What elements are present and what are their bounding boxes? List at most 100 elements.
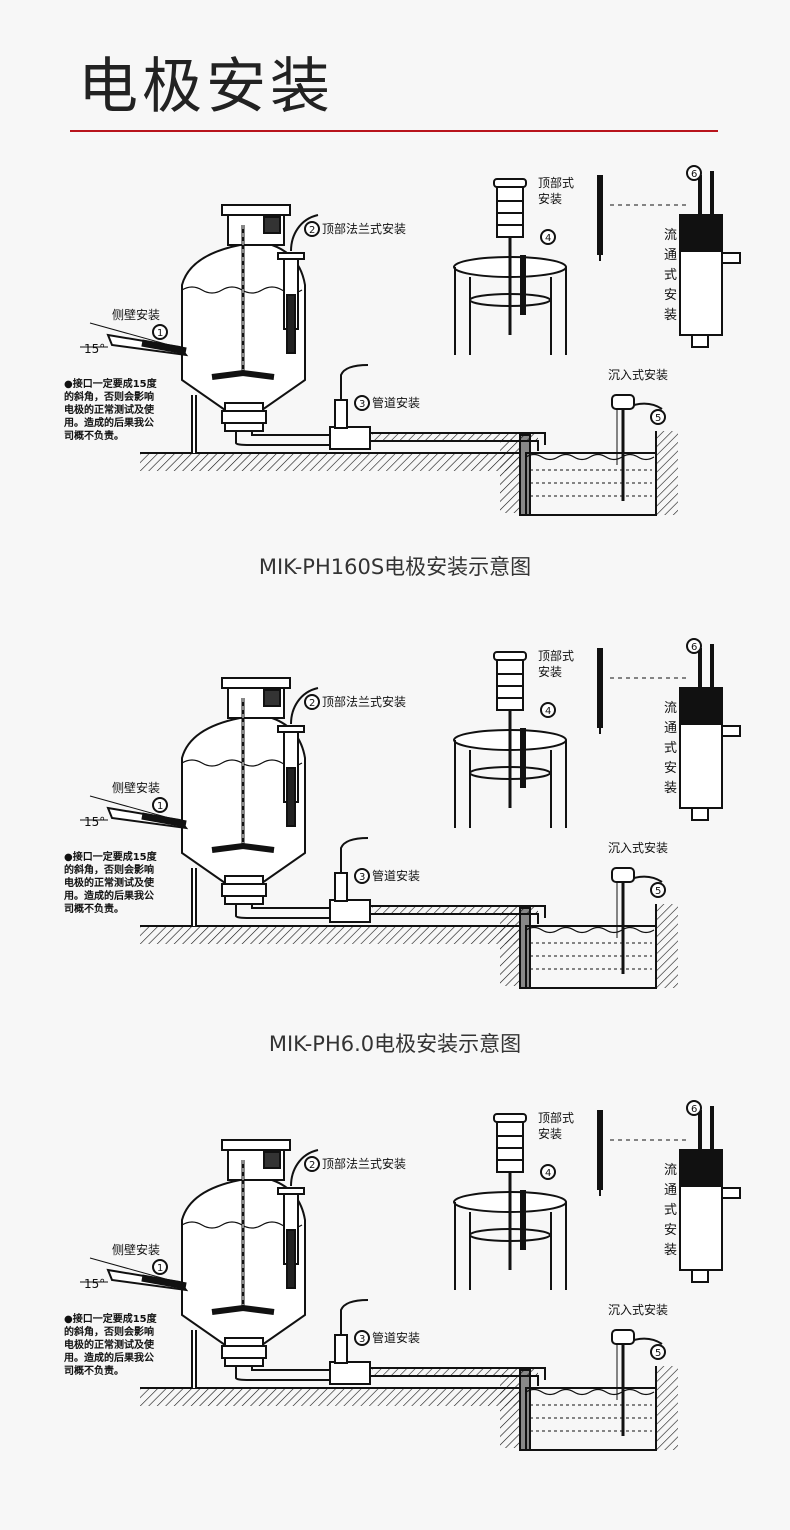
diagram-1: 侧壁安装 15° 顶部法兰式安装 管道安装 顶部式 安装 沉入式安装 流 通 式…: [0, 165, 790, 595]
label-angle: 15°: [84, 342, 105, 356]
label-flow-cell: 流 通 式 安 装: [664, 1163, 677, 1258]
label-pipe: 管道安装: [372, 395, 420, 410]
flange-probe: [277, 687, 319, 827]
svg-text:4: 4: [545, 706, 551, 717]
diagram-2-caption: MIK-PH6.0电极安装示意图: [268, 1032, 522, 1056]
svg-text:用。造成的后果我公: 用。造成的后果我公: [63, 1351, 154, 1364]
note-text: ●接口一定要成15度 的斜角，否则会影响 电极的正常测试及使 用。造成的后果我公…: [63, 1312, 158, 1377]
svg-text:式: 式: [664, 1203, 677, 1218]
marker-4: 4: [540, 702, 556, 718]
svg-text:1: 1: [157, 328, 163, 339]
label-side-wall: 侧壁安装: [112, 307, 160, 322]
marker-4: 4: [540, 1164, 556, 1180]
label-flow-cell: 流 通 式 安 装: [664, 228, 677, 323]
svg-text:的斜角，否则会影响: 的斜角，否则会影响: [64, 1325, 154, 1338]
diagram-2: 侧壁安装 15° 顶部法兰式安装 管道安装 顶部式 安装 沉入式安装 流 通 式…: [0, 638, 790, 1068]
svg-text:装: 装: [664, 781, 677, 796]
marker-3: 3: [354, 1330, 370, 1346]
svg-text:5: 5: [655, 413, 661, 424]
marker-2: 2: [304, 694, 320, 710]
svg-text:安: 安: [664, 1223, 677, 1238]
svg-text:式: 式: [664, 268, 677, 283]
marker-1: 1: [152, 797, 168, 813]
label-top-1: 顶部式: [538, 1110, 574, 1125]
flow-cell: [679, 171, 741, 348]
top-mount-reactor: [453, 178, 567, 355]
svg-text:5: 5: [655, 886, 661, 897]
marker-6: 6: [686, 638, 702, 654]
svg-text:装: 装: [664, 1243, 677, 1258]
label-top-2: 安装: [538, 1126, 562, 1141]
svg-text:的斜角，否则会影响: 的斜角，否则会影响: [64, 863, 154, 876]
svg-text:4: 4: [545, 233, 551, 244]
diagram-1-caption: MIK-PH160S电极安装示意图: [258, 555, 532, 579]
svg-text:2: 2: [309, 1160, 315, 1171]
note-text: ●接口一定要成15度 的斜角，否则会影响 电极的正常测试及使 用。造成的后果我公…: [63, 377, 158, 442]
svg-text:6: 6: [691, 642, 697, 653]
label-submerged: 沉入式安装: [608, 840, 668, 855]
label-flange: 顶部法兰式安装: [322, 1156, 406, 1171]
submerged-tank: [525, 867, 678, 989]
side-wall-probe: [80, 322, 189, 357]
svg-text:5: 5: [655, 1348, 661, 1359]
marker-2: 2: [304, 1156, 320, 1172]
svg-text:式: 式: [664, 741, 677, 756]
svg-text:电极的正常测试及使: 电极的正常测试及使: [64, 403, 155, 416]
marker-5: 5: [650, 409, 666, 425]
marker-5: 5: [650, 1344, 666, 1360]
svg-text:司概不负责。: 司概不负责。: [64, 1364, 124, 1377]
flange-probe: [277, 214, 319, 354]
label-flow-cell: 流 通 式 安 装: [664, 701, 677, 796]
svg-text:司概不负责。: 司概不负责。: [64, 429, 124, 442]
marker-5: 5: [650, 882, 666, 898]
standalone-probe: [597, 1110, 690, 1196]
svg-text:2: 2: [309, 225, 315, 236]
flow-cell: [679, 1106, 741, 1283]
svg-text:●接口一定要成15度: ●接口一定要成15度: [64, 377, 158, 390]
svg-text:用。造成的后果我公: 用。造成的后果我公: [63, 889, 154, 902]
piping: [235, 364, 546, 451]
label-pipe: 管道安装: [372, 1330, 420, 1345]
marker-6: 6: [686, 165, 702, 181]
svg-text:电极的正常测试及使: 电极的正常测试及使: [64, 876, 155, 889]
svg-text:电极的正常测试及使: 电极的正常测试及使: [64, 1338, 155, 1351]
label-top-2: 安装: [538, 664, 562, 679]
svg-text:1: 1: [157, 1263, 163, 1274]
svg-text:2: 2: [309, 698, 315, 709]
diagram-3: 侧壁安装 15° 顶部法兰式安装 管道安装 顶部式 安装 沉入式安装 流 通 式…: [0, 1100, 790, 1530]
svg-text:流: 流: [664, 228, 677, 243]
tank: [181, 204, 306, 453]
svg-text:4: 4: [545, 1168, 551, 1179]
label-pipe: 管道安装: [372, 868, 420, 883]
svg-text:通: 通: [664, 721, 677, 736]
svg-text:6: 6: [691, 1104, 697, 1115]
svg-text:安: 安: [664, 288, 677, 303]
label-top-2: 安装: [538, 191, 562, 206]
standalone-probe: [597, 175, 690, 261]
side-wall-probe: [80, 795, 189, 830]
tank: [181, 677, 306, 926]
svg-text:1: 1: [157, 801, 163, 812]
svg-text:装: 装: [664, 308, 677, 323]
svg-text:用。造成的后果我公: 用。造成的后果我公: [63, 416, 154, 429]
svg-text:●接口一定要成15度: ●接口一定要成15度: [64, 850, 158, 863]
svg-text:3: 3: [359, 1334, 365, 1345]
flow-cell: [679, 644, 741, 821]
marker-3: 3: [354, 395, 370, 411]
marker-6: 6: [686, 1100, 702, 1116]
page-title: 电极安装: [78, 52, 334, 122]
svg-text:的斜角，否则会影响: 的斜角，否则会影响: [64, 390, 154, 403]
svg-text:3: 3: [359, 872, 365, 883]
submerged-tank: [525, 394, 678, 516]
piping: [235, 837, 546, 924]
label-top-1: 顶部式: [538, 648, 574, 663]
svg-text:6: 6: [691, 169, 697, 180]
svg-text:流: 流: [664, 701, 677, 716]
svg-text:司概不负责。: 司概不负责。: [64, 902, 124, 915]
svg-text:●接口一定要成15度: ●接口一定要成15度: [64, 1312, 158, 1325]
svg-text:安: 安: [664, 761, 677, 776]
title-divider: [70, 130, 718, 132]
svg-text:3: 3: [359, 399, 365, 410]
svg-text:通: 通: [664, 248, 677, 263]
marker-2: 2: [304, 221, 320, 237]
